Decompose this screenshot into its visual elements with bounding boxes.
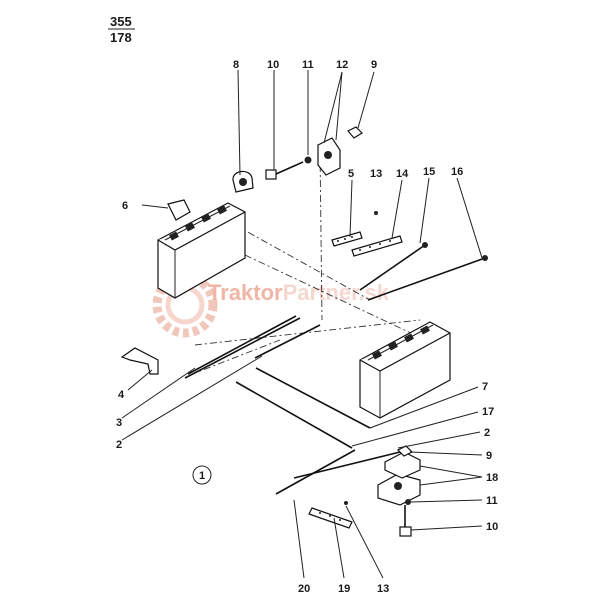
label-6: 6 [122, 200, 128, 212]
assembly-center-lines [189, 149, 421, 376]
plate-14 [351, 235, 403, 257]
bolt-10-lower [399, 505, 412, 537]
label-10-right: 10 [486, 521, 498, 533]
label-9-right: 9 [486, 450, 492, 462]
page-ref-bottom: 178 [110, 30, 132, 45]
rod-2 [254, 324, 321, 359]
watermark-text-a: Traktor [208, 280, 283, 305]
label-16: 16 [451, 166, 463, 178]
nut-9-upper [347, 126, 363, 139]
washer-11-lower [405, 499, 411, 505]
clamp-block-18 [377, 451, 421, 506]
label-9: 9 [371, 59, 377, 71]
label-18: 18 [486, 472, 498, 484]
bolt-10 [265, 161, 304, 180]
rod-20 [275, 449, 401, 495]
page-ref-top: 355 [110, 14, 132, 29]
label-3: 3 [116, 417, 122, 429]
label-12: 12 [336, 59, 348, 71]
label-19: 19 [338, 583, 350, 595]
battery-upper [157, 202, 246, 299]
clamp-block-12 [317, 137, 341, 176]
label-20: 20 [298, 583, 310, 595]
page-reference: 355 178 [108, 14, 135, 45]
label-17: 17 [482, 406, 494, 418]
watermark: TraktorPartner.sk [152, 272, 390, 338]
label-7: 7 [482, 381, 488, 393]
label-14: 14 [396, 168, 409, 180]
label-11-right: 11 [486, 495, 498, 507]
label-13-bottom: 13 [377, 583, 389, 595]
figure-number-text: 1 [199, 470, 205, 482]
battery-lower [359, 321, 451, 419]
label-10: 10 [267, 59, 279, 71]
leader-lines [121, 69, 483, 579]
rod-15 [359, 242, 428, 291]
label-13: 13 [370, 168, 382, 180]
label-4: 4 [118, 389, 125, 401]
plate-5 [331, 231, 363, 247]
watermark-text-c: .sk [358, 280, 389, 305]
label-11: 11 [302, 59, 314, 71]
rod-7 [255, 367, 371, 429]
rod-17 [235, 381, 353, 449]
bracket-4 [120, 347, 159, 375]
label-5: 5 [348, 168, 354, 180]
clip-6 [141, 199, 191, 221]
svg-text:TraktorPartner.sk: TraktorPartner.sk [208, 280, 390, 305]
clamp-8 [232, 170, 254, 193]
rod-16 [367, 255, 488, 301]
figure-number: 1 [192, 465, 212, 485]
label-8: 8 [233, 59, 239, 71]
watermark-text-b: Partner [283, 280, 360, 305]
label-15: 15 [423, 166, 435, 178]
plate-19 [308, 507, 353, 529]
callout-labels: 8 10 11 12 9 5 13 14 15 16 6 4 3 2 7 17 … [116, 59, 498, 595]
washer-13-upper [374, 211, 378, 215]
washer-11 [304, 156, 312, 164]
washer-13-lower [344, 501, 348, 505]
rod-3 [184, 315, 301, 379]
label-2: 2 [116, 439, 122, 451]
label-2-right: 2 [484, 427, 490, 439]
